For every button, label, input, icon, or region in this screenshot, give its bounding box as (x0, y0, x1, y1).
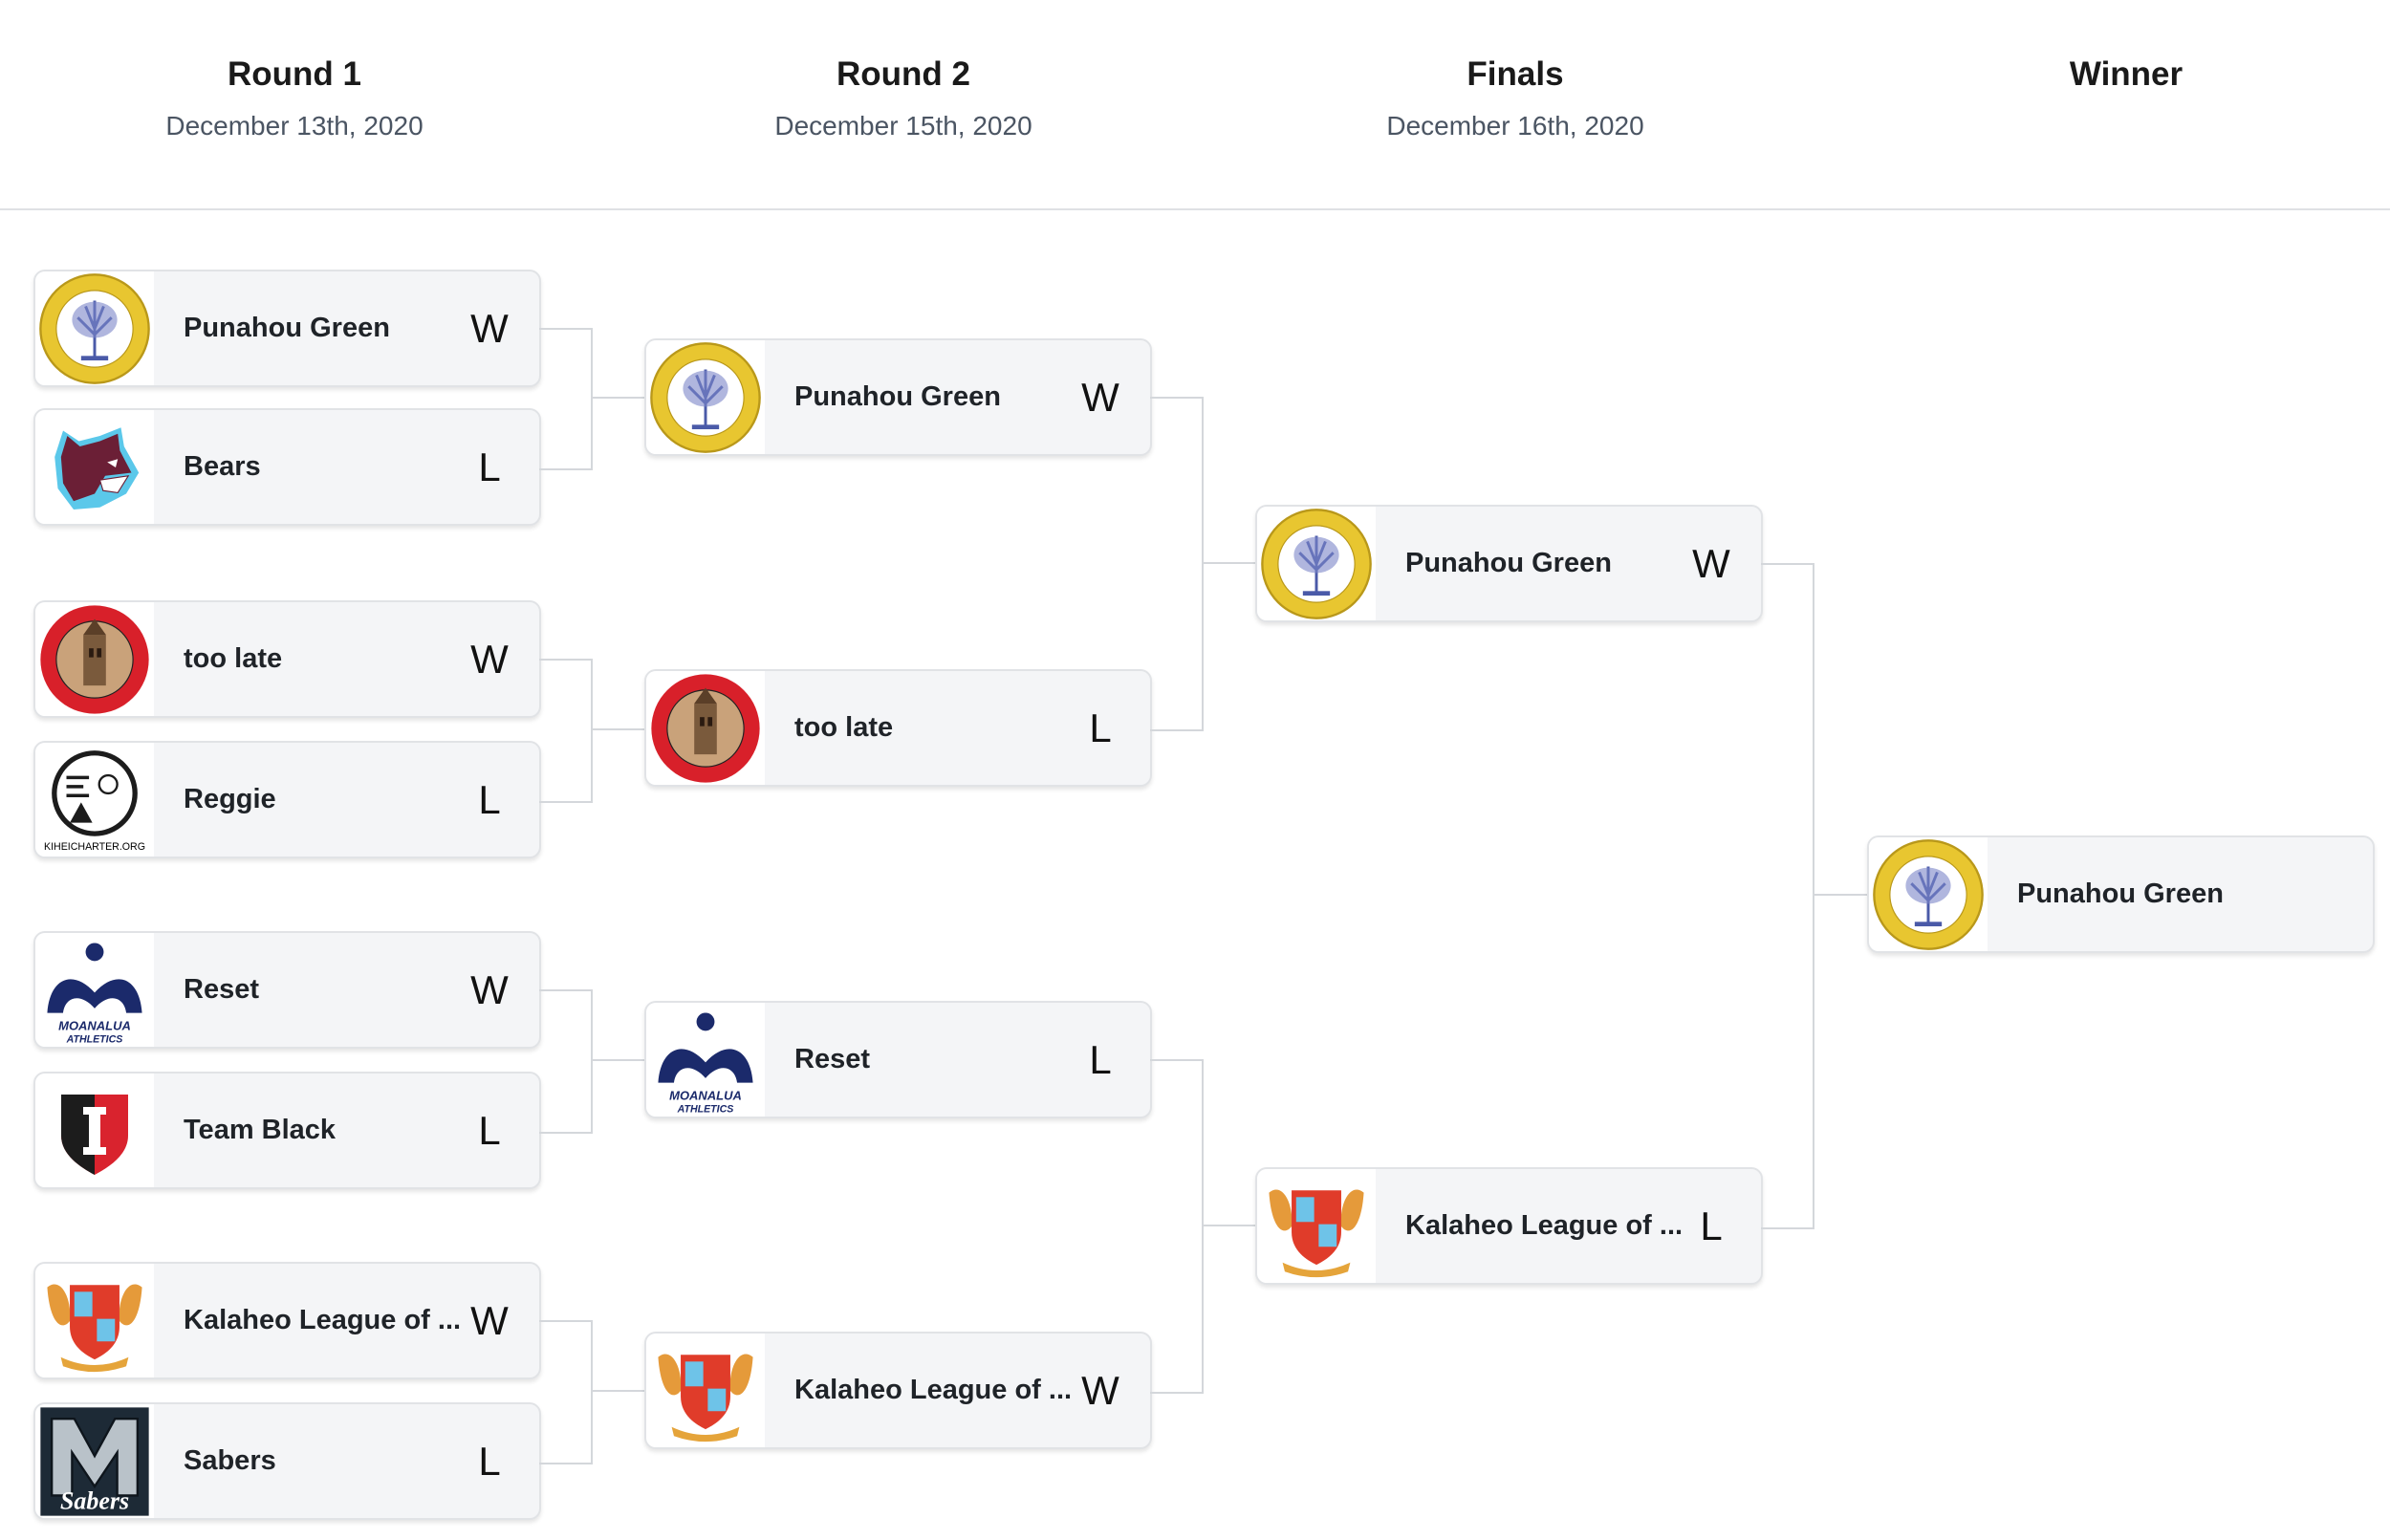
team-name: Reset (184, 974, 259, 1005)
result-badge: L (1089, 1037, 1112, 1082)
punahou-seal-icon (646, 340, 765, 454)
result-badge: W (470, 967, 509, 1012)
round-1-team-card[interactable]: Team Black L (33, 1072, 541, 1189)
bracket-connector-line (1204, 561, 1255, 564)
bracket-connector-line (593, 1059, 644, 1061)
round-1-team-card[interactable]: Kalaheo League of ... W (33, 1262, 541, 1379)
kalaheo-crest-icon (1257, 1169, 1376, 1283)
team-name: Team Black (184, 1115, 337, 1145)
result-badge: W (470, 637, 509, 682)
team-name: Sabers (184, 1445, 276, 1476)
kihei-charter-icon: KIHEICHARTER.ORG (35, 743, 154, 857)
round-1-team-card[interactable]: too late W (33, 600, 541, 718)
finals-team-card[interactable]: Kalaheo League of ... L (1255, 1167, 1763, 1285)
kalaheo-crest-icon (35, 1264, 154, 1377)
result-badge: L (1089, 705, 1112, 750)
team-name: Punahou Green (184, 313, 390, 343)
bracket-connector-line (593, 397, 644, 399)
svg-text:ATHLETICS: ATHLETICS (677, 1103, 734, 1115)
svg-text:KIHEICHARTER.ORG: KIHEICHARTER.ORG (44, 840, 145, 852)
team-name: too late (184, 643, 283, 674)
bracket-connector (1150, 1058, 1204, 1394)
finals-team-card[interactable]: Punahou Green W (1255, 505, 1763, 622)
svg-text:ATHLETICS: ATHLETICS (66, 1033, 123, 1045)
round-title: Winner (2069, 55, 2184, 93)
winner-team-card[interactable]: Punahou Green (1867, 835, 2375, 953)
team-name: Kalaheo League of ... (794, 1375, 1073, 1405)
team-name: Bears (184, 451, 261, 482)
round-1-team-card[interactable]: KIHEICHARTER.ORG Reggie L (33, 741, 541, 858)
punahou-seal-icon (35, 271, 154, 385)
bracket-connector-line (1814, 894, 1867, 896)
team-name: Punahou Green (794, 381, 1001, 412)
result-badge: W (1692, 541, 1730, 586)
result-badge: L (478, 445, 501, 489)
round-date: December 16th, 2020 (1386, 111, 1644, 141)
result-badge: L (478, 1108, 501, 1153)
round-2-team-card[interactable]: Kalaheo League of ... W (644, 1332, 1152, 1449)
svg-text:MOANALUA: MOANALUA (669, 1088, 742, 1102)
result-badge: W (1081, 1368, 1119, 1413)
kalaheo-crest-icon (646, 1334, 765, 1447)
round-date: December 15th, 2020 (774, 111, 1032, 141)
roosevelt-seal-icon (35, 602, 154, 716)
shield-i-icon (35, 1074, 154, 1187)
result-badge: W (1081, 375, 1119, 420)
team-name: Kalaheo League of ... (184, 1305, 462, 1335)
team-name: Kalaheo League of ... (1405, 1210, 1684, 1241)
bracket-connector (539, 1319, 593, 1464)
round-1-team-card[interactable]: Bears L (33, 408, 541, 526)
roosevelt-seal-icon (646, 671, 765, 785)
punahou-seal-icon (1869, 837, 1988, 951)
sabers-icon: Sabers (35, 1404, 154, 1518)
bracket-connector-line (593, 1390, 644, 1392)
bracket-connector-line (1204, 1224, 1255, 1226)
round-1-team-card[interactable]: Punahou Green W (33, 270, 541, 387)
round-title: Finals (1467, 55, 1564, 93)
bear-icon (35, 410, 154, 524)
team-name: too late (794, 712, 894, 743)
bracket-connector (1150, 396, 1204, 731)
bracket-connector (539, 327, 593, 470)
result-badge: L (478, 1439, 501, 1484)
round-title: Round 1 (228, 55, 361, 93)
result-badge: L (1700, 1204, 1723, 1248)
bracket-connector (539, 988, 593, 1134)
svg-text:MOANALUA: MOANALUA (58, 1018, 131, 1032)
result-badge: L (478, 777, 501, 822)
round-title: Round 2 (836, 55, 970, 93)
round-2-team-card[interactable]: Punahou Green W (644, 338, 1152, 456)
round-2-team-card[interactable]: too late L (644, 669, 1152, 787)
result-badge: W (470, 1298, 509, 1343)
result-badge: W (470, 306, 509, 351)
punahou-seal-icon (1257, 507, 1376, 620)
team-name: Reggie (184, 784, 276, 814)
bracket-connector (1761, 562, 1814, 1229)
bracket-connector (539, 658, 593, 803)
team-name: Punahou Green (2017, 878, 2224, 909)
round-date: December 13th, 2020 (165, 111, 424, 141)
svg-text:Sabers: Sabers (60, 1486, 129, 1514)
rounds-header: Round 1 December 13th, 2020 Round 2 Dece… (0, 0, 2390, 210)
bracket-connector-line (593, 728, 644, 730)
team-name: Punahou Green (1405, 548, 1612, 578)
team-name: Reset (794, 1044, 870, 1074)
